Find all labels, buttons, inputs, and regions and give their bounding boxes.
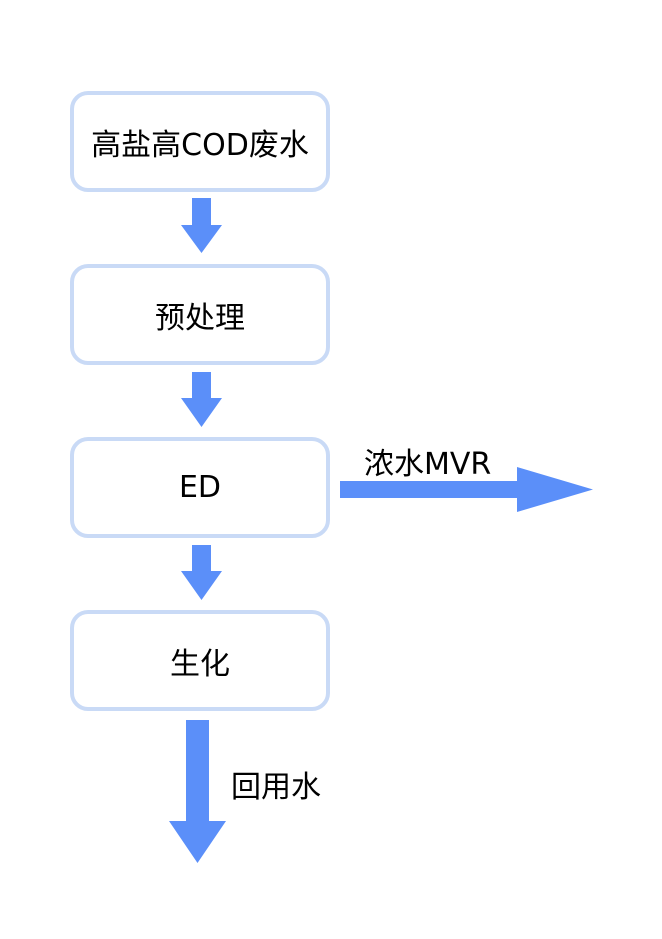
step-box-biochemical: 生化 — [70, 610, 330, 711]
step-label-biochemical: 生化 — [170, 646, 230, 682]
step-box-pretreatment: 预处理 — [70, 264, 330, 365]
step-label-wastewater: 高盐高COD废水 — [91, 127, 309, 163]
down-arrow-reuse — [169, 720, 226, 863]
down-arrow-2 — [181, 372, 222, 427]
down-arrow-3 — [181, 545, 222, 600]
right-arrow-concentrate — [340, 467, 593, 512]
side-output-label: 浓水MVR — [364, 447, 492, 482]
final-output-label: 回用水 — [231, 770, 321, 805]
step-box-ed: ED — [70, 437, 330, 538]
step-label-pretreatment: 预处理 — [155, 300, 245, 336]
step-label-ed: ED — [178, 470, 222, 505]
step-box-wastewater: 高盐高COD废水 — [70, 91, 330, 192]
down-arrow-1 — [181, 198, 222, 253]
